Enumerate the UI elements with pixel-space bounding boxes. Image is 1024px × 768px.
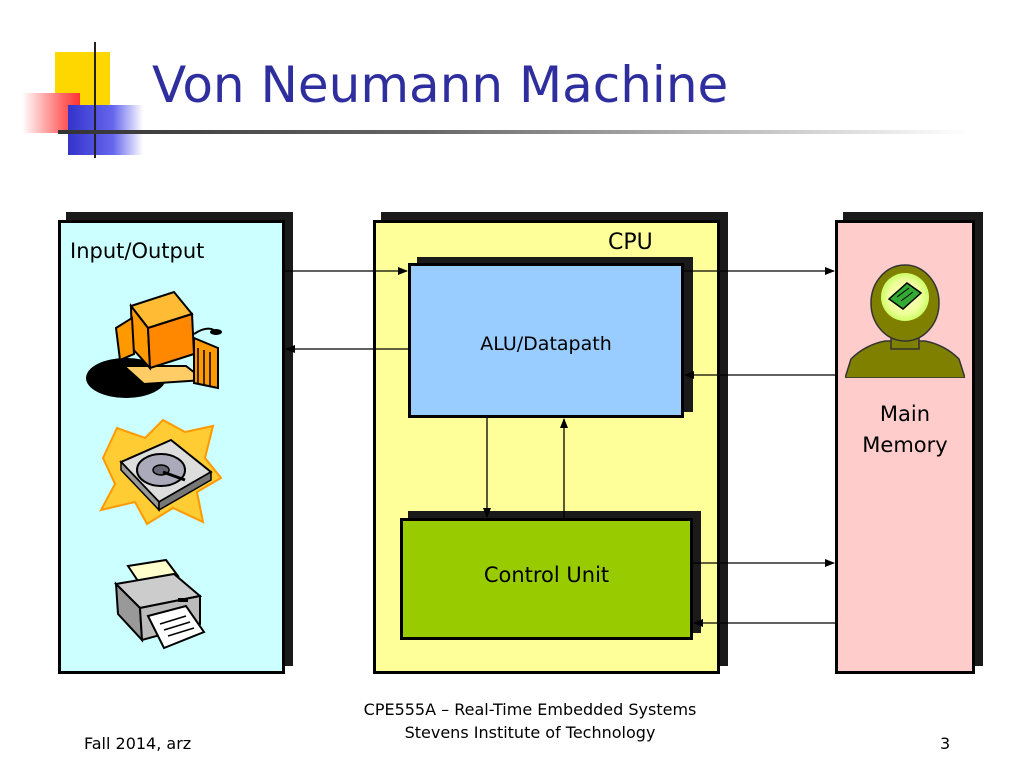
- control-box: [400, 518, 693, 640]
- memory-label-line1: Main: [879, 402, 931, 426]
- footer-institution: Stevens Institute of Technology: [404, 723, 656, 742]
- alu-label: ALU/Datapath: [480, 333, 612, 355]
- control-label: Control Unit: [483, 563, 610, 587]
- vertical-line: [94, 42, 96, 158]
- computer-icon: [86, 290, 222, 398]
- memory-label-line2: Memory: [862, 433, 948, 457]
- io-label: Input/Output: [70, 239, 205, 263]
- hard-disk-icon: [99, 418, 223, 526]
- alu-box: [408, 263, 684, 418]
- footer-course: CPE555A – Real-Time Embedded Systems: [363, 700, 697, 719]
- printer-icon: [113, 558, 206, 650]
- slide-title: Von Neumann Machine: [152, 56, 729, 114]
- head-chip-icon: [845, 264, 965, 378]
- page-number: 3: [940, 734, 951, 753]
- title-underline: [58, 130, 968, 134]
- footer-date: Fall 2014, arz: [84, 734, 192, 753]
- cpu-label: CPU: [608, 230, 653, 255]
